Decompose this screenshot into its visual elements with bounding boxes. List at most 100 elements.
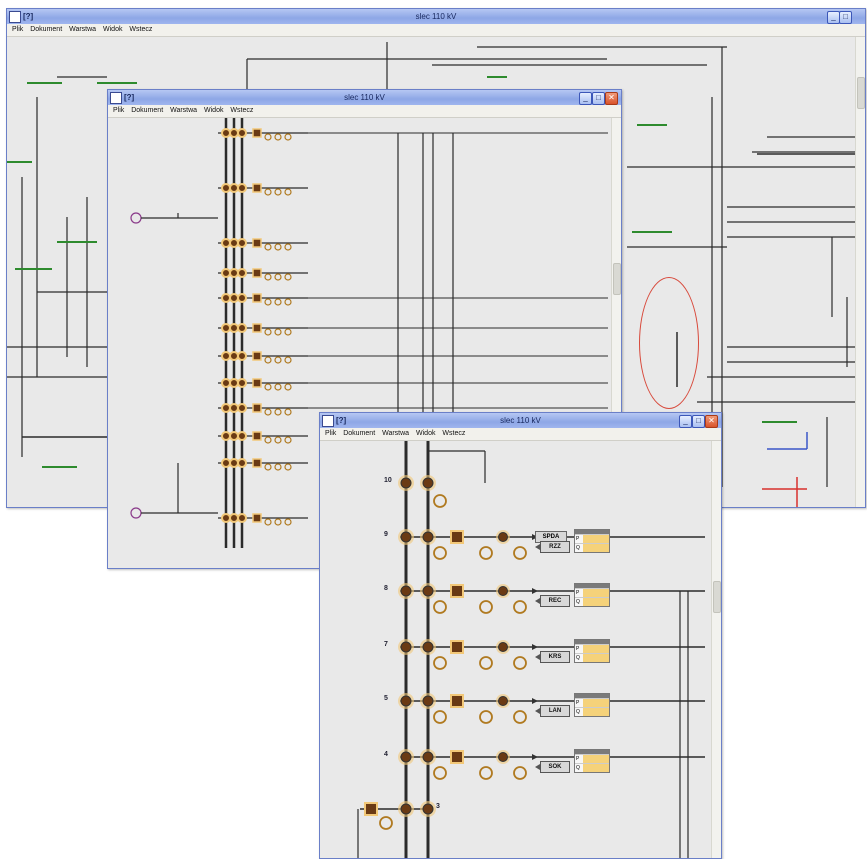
feeder-label[interactable]: REC bbox=[535, 595, 570, 607]
measurement-label: Q bbox=[576, 765, 580, 771]
disconnector-symbol bbox=[274, 298, 282, 306]
maximize-icon[interactable]: □ bbox=[839, 11, 852, 24]
disconnector-symbol bbox=[284, 463, 292, 471]
switch-symbol bbox=[252, 378, 262, 388]
measurement-value-field bbox=[583, 764, 609, 772]
menu-back[interactable]: Wstecz bbox=[230, 107, 254, 114]
measurement-header bbox=[575, 750, 609, 754]
disconnector-symbol bbox=[433, 600, 447, 614]
close-icon[interactable]: ✕ bbox=[605, 92, 618, 105]
middle-titlebar[interactable]: [?] slec 110 kV _ □ ✕ bbox=[108, 90, 621, 105]
disconnector-symbol bbox=[479, 600, 493, 614]
measurement-label: Q bbox=[576, 545, 580, 551]
disconnector-symbol bbox=[264, 133, 272, 141]
disconnector-symbol bbox=[379, 816, 393, 830]
measurement-label: Q bbox=[576, 599, 580, 605]
menu-layer[interactable]: Warstwa bbox=[170, 107, 198, 114]
front-vertical-scrollbar[interactable] bbox=[711, 441, 721, 858]
disconnector-symbol bbox=[513, 766, 527, 780]
measurement-row-q: Q bbox=[575, 763, 609, 772]
measurement-row-p: P bbox=[575, 588, 609, 597]
breaker-node bbox=[221, 458, 231, 468]
breaker-node bbox=[229, 458, 239, 468]
breaker-node bbox=[422, 751, 434, 763]
breaker-node bbox=[229, 323, 239, 333]
circuit-breaker-symbol bbox=[450, 640, 464, 654]
breaker-node bbox=[422, 531, 434, 543]
breaker-node bbox=[400, 695, 412, 707]
menu-back[interactable]: Wstecz bbox=[442, 430, 466, 437]
breaker-node bbox=[237, 351, 247, 361]
breaker-node bbox=[422, 585, 434, 597]
measurement-row-q: Q bbox=[575, 543, 609, 552]
menu-file[interactable]: Plik bbox=[325, 430, 337, 437]
menu-view[interactable]: Widok bbox=[204, 107, 224, 114]
scroll-thumb[interactable] bbox=[857, 77, 865, 109]
disconnector-symbol bbox=[264, 356, 272, 364]
breaker-node bbox=[229, 378, 239, 388]
breaker-node bbox=[237, 403, 247, 413]
breaker-node bbox=[221, 431, 231, 441]
breaker-node bbox=[498, 752, 508, 762]
feeder-label[interactable]: SOK bbox=[535, 761, 570, 773]
disconnector-symbol bbox=[264, 328, 272, 336]
minimize-icon[interactable]: _ bbox=[579, 92, 592, 105]
breaker-node bbox=[229, 183, 239, 193]
breaker-node bbox=[422, 803, 434, 815]
disconnector-symbol bbox=[433, 710, 447, 724]
back-network-diagram bbox=[7, 42, 865, 507]
app-icon bbox=[9, 11, 21, 23]
feeder-label[interactable]: LAN bbox=[535, 705, 570, 717]
disconnector-symbol bbox=[264, 298, 272, 306]
menu-view[interactable]: Widok bbox=[416, 430, 436, 437]
breaker-node bbox=[221, 128, 231, 138]
breaker-node bbox=[237, 323, 247, 333]
breaker-node bbox=[498, 642, 508, 652]
feeder-label[interactable]: RZZ bbox=[535, 541, 570, 553]
breaker-node bbox=[237, 513, 247, 523]
maximize-icon[interactable]: □ bbox=[592, 92, 605, 105]
menu-back[interactable]: Wstecz bbox=[129, 26, 153, 33]
disconnector-symbol bbox=[284, 188, 292, 196]
breaker-node bbox=[229, 351, 239, 361]
disconnector-symbol bbox=[513, 710, 527, 724]
maximize-icon[interactable]: □ bbox=[692, 415, 705, 428]
disconnector-symbol bbox=[274, 328, 282, 336]
breaker-node bbox=[229, 293, 239, 303]
menu-layer[interactable]: Warstwa bbox=[69, 26, 97, 33]
breaker-node bbox=[229, 238, 239, 248]
menu-file[interactable]: Plik bbox=[12, 26, 24, 33]
doc-label: [?] bbox=[23, 12, 34, 21]
breaker-node bbox=[237, 458, 247, 468]
switch-symbol bbox=[252, 183, 262, 193]
measurement-row-p: P bbox=[575, 644, 609, 653]
middle-vertical-scrollbar[interactable] bbox=[611, 118, 621, 568]
disconnector-symbol bbox=[274, 408, 282, 416]
front-bay-diagram bbox=[357, 441, 705, 858]
menu-layer[interactable]: Warstwa bbox=[382, 430, 410, 437]
menu-view[interactable]: Widok bbox=[103, 26, 123, 33]
menu-file[interactable]: Plik bbox=[113, 107, 125, 114]
menu-document[interactable]: Dokument bbox=[30, 26, 63, 33]
menu-document[interactable]: Dokument bbox=[131, 107, 164, 114]
scroll-thumb[interactable] bbox=[613, 263, 621, 295]
front-titlebar[interactable]: [?] slec 110 kV _ □ ✕ bbox=[320, 413, 721, 428]
switch-symbol bbox=[252, 351, 262, 361]
back-vertical-scrollbar[interactable] bbox=[855, 37, 865, 507]
switch-symbol bbox=[252, 513, 262, 523]
back-titlebar[interactable]: [?] slec 110 kV _ □ bbox=[7, 9, 865, 24]
breaker-node bbox=[498, 696, 508, 706]
scroll-thumb[interactable] bbox=[713, 581, 721, 613]
menu-document[interactable]: Dokument bbox=[343, 430, 376, 437]
feeder-label[interactable]: KRS bbox=[535, 651, 570, 663]
breaker-node bbox=[221, 403, 231, 413]
bay-number: 5 bbox=[384, 695, 388, 702]
line-arrow bbox=[532, 754, 538, 760]
measurement-value-field bbox=[583, 699, 609, 707]
minimize-icon[interactable]: _ bbox=[679, 415, 692, 428]
close-icon[interactable]: ✕ bbox=[705, 415, 718, 428]
